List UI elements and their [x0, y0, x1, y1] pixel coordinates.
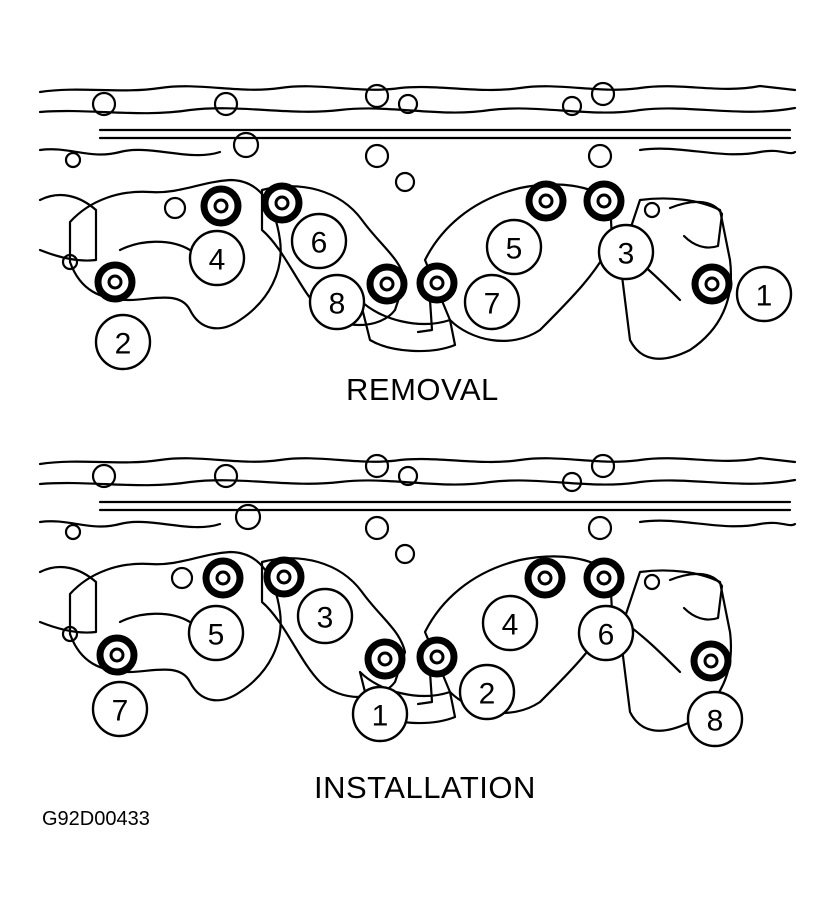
removal-callout-3: 3 [597, 223, 655, 281]
installation-nut-3 [263, 556, 305, 598]
svg-text:6: 6 [311, 227, 328, 260]
installation-callout-3: 3 [296, 587, 354, 645]
removal-caption: REMOVAL [346, 372, 499, 407]
installation-panel [38, 453, 797, 732]
installation-nut-4 [524, 557, 566, 599]
svg-text:3: 3 [618, 238, 635, 271]
installation-nut-7 [96, 634, 138, 676]
installation-nut-8 [690, 640, 732, 682]
svg-text:1: 1 [756, 280, 773, 313]
removal-panel [38, 81, 797, 360]
removal-callout-7: 7 [463, 273, 521, 331]
installation-callout-2: 2 [458, 663, 516, 721]
svg-text:3: 3 [317, 602, 334, 635]
installation-callout-4: 4 [481, 594, 539, 652]
installation-callout-5: 5 [187, 604, 245, 662]
removal-nut-8 [366, 263, 408, 305]
installation-nut-2 [416, 636, 458, 678]
removal-nut-5 [525, 180, 567, 222]
removal-callout-2: 2 [94, 313, 152, 371]
removal-callout-1: 1 [735, 265, 793, 323]
removal-callout-8: 8 [308, 273, 366, 331]
removal-nut-2 [94, 261, 136, 303]
removal-nut-3 [583, 180, 625, 222]
removal-nut-6 [261, 182, 303, 224]
installation-callout-1: 1 [351, 685, 409, 743]
svg-text:6: 6 [598, 619, 615, 652]
svg-text:1: 1 [372, 700, 389, 733]
removal-nut-7 [416, 262, 458, 304]
svg-text:2: 2 [479, 678, 496, 711]
removal-callout-6: 6 [290, 212, 348, 270]
installation-callout-7: 7 [91, 680, 149, 738]
figure-id-label: G92D00433 [42, 808, 150, 830]
svg-text:8: 8 [329, 288, 346, 321]
svg-text:4: 4 [502, 609, 519, 642]
installation-nut-1 [364, 638, 406, 680]
svg-text:8: 8 [707, 705, 724, 738]
removal-callout-5: 5 [485, 218, 543, 276]
installation-caption: INSTALLATION [314, 770, 536, 805]
installation-nut-6 [583, 557, 625, 599]
svg-text:5: 5 [208, 619, 225, 652]
svg-text:7: 7 [484, 288, 501, 321]
svg-text:2: 2 [115, 328, 132, 361]
svg-text:5: 5 [506, 233, 523, 266]
svg-text:4: 4 [209, 244, 226, 277]
installation-nut-5 [202, 557, 244, 599]
removal-nut-4 [200, 185, 242, 227]
removal-callout-4: 4 [188, 229, 246, 287]
installation-callout-8: 8 [686, 690, 744, 748]
installation-callout-6: 6 [577, 604, 635, 662]
removal-nut-1 [691, 263, 733, 305]
svg-text:7: 7 [112, 695, 129, 728]
